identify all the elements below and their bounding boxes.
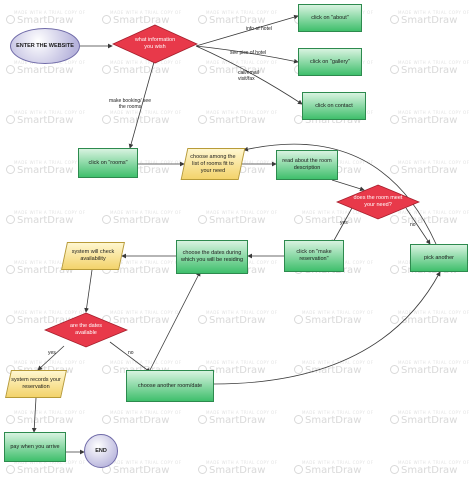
dates-available-decision: are the dates available [44, 312, 128, 348]
edge-avail-to-records [37, 345, 65, 371]
contact-node: click on contact [302, 92, 366, 120]
about-node-label: click on "about" [311, 14, 349, 21]
rooms-node-label: click on "rooms" [88, 159, 128, 166]
choose-rooms-label: choose among the list of rooms fit to yo… [190, 153, 236, 174]
check-availability-label: system will check availability [71, 249, 115, 262]
dates-available-label: are the dates available [69, 323, 103, 336]
edge-what-to-rooms [128, 61, 155, 149]
edge-check-to-avail [84, 269, 93, 313]
room-meet-label: does the room meet your need? [353, 195, 403, 208]
make-reservation-node: click on "make reservation" [284, 240, 344, 272]
edge-label-no-avail: no [128, 350, 134, 356]
choose-rooms-node: choose among the list of rooms fit to yo… [180, 148, 246, 180]
start-node-label: ENTER THE WEBSITE [16, 42, 74, 49]
what-information-decision: what information you wish [112, 24, 198, 64]
pay-label: pay when you arrive [10, 443, 60, 450]
pay-node: pay when you arrive [4, 432, 66, 462]
edge-label-yes-meet: yes [340, 220, 348, 226]
edge-meet-to-make [331, 207, 353, 245]
about-node: click on "about" [298, 4, 362, 32]
gallery-node-label: click on "gallery" [310, 58, 350, 65]
edge-another-to-pick [213, 271, 441, 385]
edge-label-make-booking: make booking/ see the rooms [109, 98, 151, 110]
end-label: END [95, 447, 107, 454]
edge-what-to-about [195, 14, 299, 47]
edge-what-to-contact [195, 45, 303, 105]
read-description-node: read about the room description [276, 150, 338, 180]
system-records-label: system records your reservation [11, 377, 61, 390]
read-description-label: read about the room description [282, 158, 332, 171]
edge-avail-to-another [109, 341, 151, 373]
pick-another-label: pick another [424, 254, 454, 261]
end-node: END [84, 434, 118, 468]
choose-dates-node: choose the dates during which you will b… [176, 240, 248, 274]
choose-dates-label: choose the dates during which you will b… [180, 250, 244, 263]
check-availability-node: system will check availability [61, 242, 125, 270]
edge-label-info-hotel: info of hotel [246, 26, 272, 32]
start-node: ENTER THE WEBSITE [10, 28, 80, 64]
rooms-node: click on "rooms" [78, 148, 138, 178]
contact-node-label: click on contact [315, 102, 353, 109]
choose-another-label: choose another room/date [137, 382, 203, 389]
edge-meet-to-pick [405, 207, 431, 245]
edge-label-call-email: call/email visit/fax [238, 70, 259, 82]
edge-another-to-dates [149, 271, 201, 371]
edge-label-see-pics: see pics of hotel [230, 50, 267, 56]
room-meet-decision: does the room meet your need? [336, 184, 420, 220]
edge-label-yes-avail: yes [48, 350, 56, 356]
edge-read-to-meet [331, 179, 365, 192]
pick-another-node: pick another [410, 244, 468, 272]
edge-records-to-pay [31, 397, 37, 433]
edge-label-no-meet: no [410, 222, 416, 228]
what-information-label: what information you wish [134, 37, 176, 50]
edge-what-to-gallery [195, 45, 299, 64]
edge-pick-to-choose [243, 143, 437, 245]
make-reservation-label: click on "make reservation" [296, 249, 332, 262]
gallery-node: click on "gallery" [298, 48, 362, 76]
choose-another-node: choose another room/date [126, 370, 214, 402]
system-records-node: system records your reservation [5, 370, 67, 398]
